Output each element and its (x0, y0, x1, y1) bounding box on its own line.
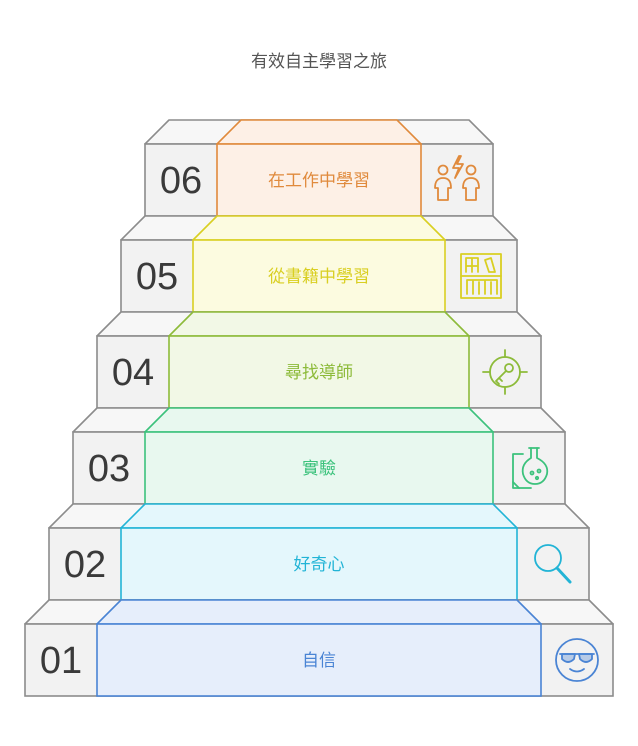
step-label: 在工作中學習 (268, 171, 370, 191)
step-color-front (168, 335, 470, 409)
sunglasses-face-icon (555, 638, 599, 682)
bookshelf-icon (460, 253, 502, 299)
step-number: 05 (136, 256, 178, 298)
step-color-top (144, 407, 494, 433)
step-color-top (168, 311, 470, 337)
step-label: 尋找導師 (285, 363, 353, 383)
target-key-icon (482, 349, 528, 395)
step-label: 實驗 (302, 459, 336, 479)
step-number: 03 (88, 448, 130, 490)
step-02: 02 好奇心 (48, 503, 590, 601)
step-color-top (120, 503, 518, 529)
step-05: 05 從書籍中學習 (120, 215, 518, 313)
step-color-front (144, 431, 494, 505)
magnifying-glass-icon (534, 544, 572, 584)
step-color-top (96, 599, 542, 625)
step-color-top (192, 215, 446, 241)
step-number: 02 (64, 544, 106, 586)
step-06: 06 在工作中學習 (144, 119, 494, 217)
step-color-front (96, 623, 542, 697)
flask-clipboard-icon (512, 447, 549, 489)
step-03: 03 實驗 (72, 407, 566, 505)
step-color-top (216, 119, 422, 145)
diagram-title: 有效自主學習之旅 (251, 52, 387, 72)
step-number: 06 (160, 160, 202, 202)
step-color-front (192, 239, 446, 313)
step-number: 01 (40, 640, 82, 682)
people-idea-icon (434, 155, 480, 201)
step-label: 從書籍中學習 (268, 267, 370, 287)
step-label: 自信 (302, 651, 336, 671)
step-04: 04 尋找導師 (96, 311, 542, 409)
step-color-front (216, 143, 422, 217)
step-01: 01 自信 (24, 599, 614, 697)
step-color-front (120, 527, 518, 601)
step-label: 好奇心 (294, 555, 345, 575)
step-number: 04 (112, 352, 154, 394)
